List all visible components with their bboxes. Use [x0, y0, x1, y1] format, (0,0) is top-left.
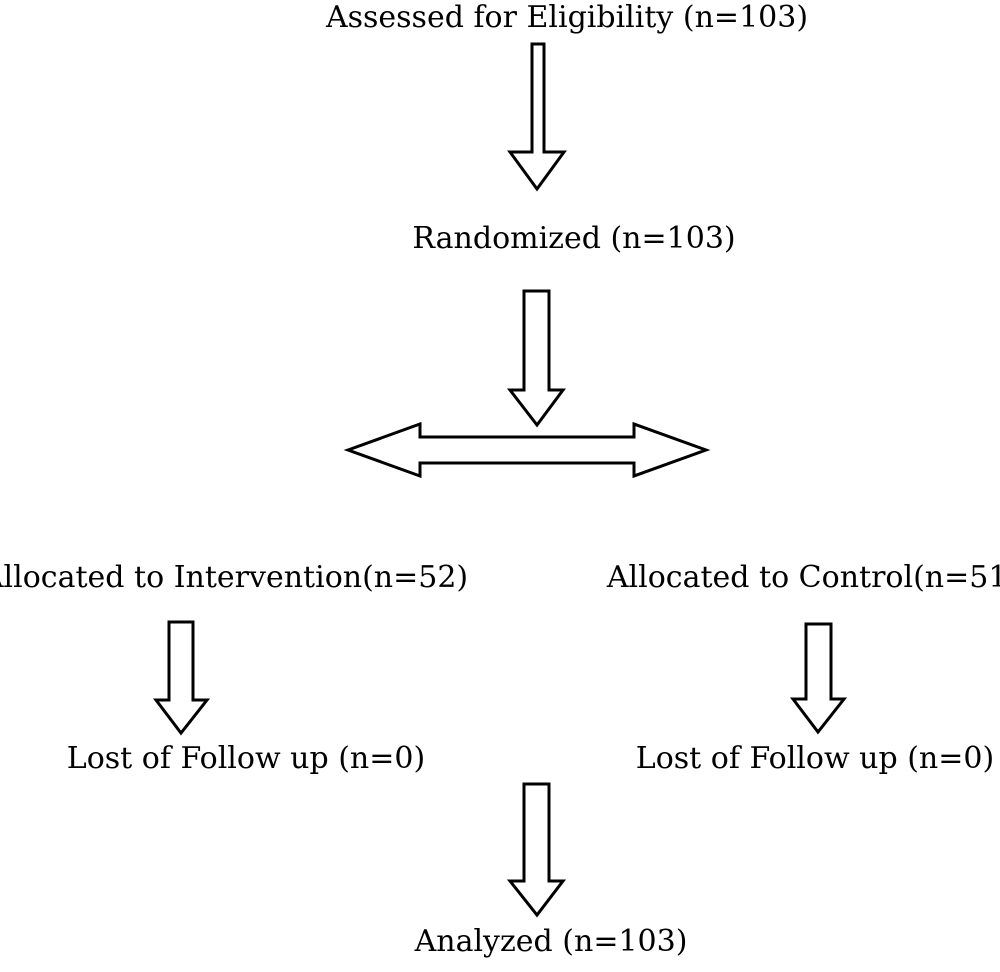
node-lost-follow-up-intervention: Lost of Follow up (n=0) — [67, 741, 425, 776]
arrow-intervention-to-lost — [152, 620, 211, 736]
node-assessed-for-eligibility: Assessed for Eligibility (n=103) — [325, 0, 808, 35]
node-lost-follow-up-control: Lost of Follow up (n=0) — [636, 741, 994, 776]
node-analyzed: Analyzed (n=103) — [414, 924, 688, 959]
double-arrow-allocation-split — [343, 421, 711, 479]
node-allocated-control: Allocated to Control(n=51) — [606, 560, 1000, 595]
arrow-randomized-to-split — [506, 289, 566, 428]
arrow-to-analyzed — [506, 782, 567, 918]
arrow-control-to-lost — [789, 622, 848, 735]
node-randomized: Randomized (n=103) — [412, 221, 735, 256]
arrow-assessed-to-randomized — [507, 42, 567, 192]
node-allocated-intervention: Allocated to Intervention(n=52) — [0, 560, 468, 595]
